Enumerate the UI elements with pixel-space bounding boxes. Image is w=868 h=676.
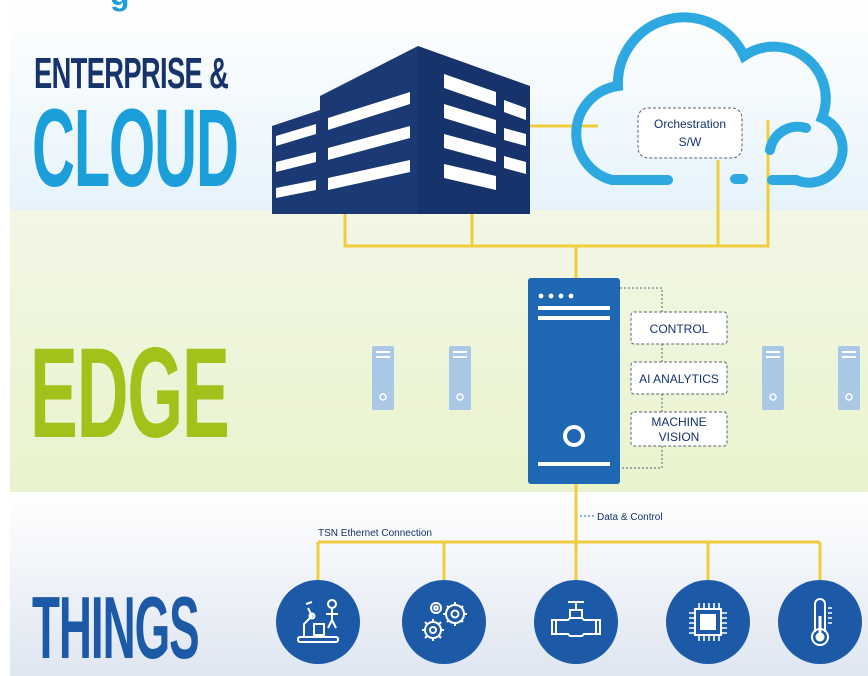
small-server-icon	[838, 346, 860, 410]
tsn-label: TSN Ethernet Connection	[318, 528, 432, 539]
thermometer-icon	[778, 580, 862, 664]
enterprise-building-icon	[272, 46, 530, 214]
function-bracket	[620, 287, 663, 469]
orchestration-box: Orchestration S/W	[637, 107, 743, 159]
data-control-label: Data & Control	[597, 512, 663, 523]
chip-icon	[666, 580, 750, 664]
function-box-machine-vision: MACHINE VISION	[630, 411, 728, 447]
small-server-icon	[449, 346, 471, 410]
edge-heading: EDGE	[30, 322, 230, 465]
gears-icon	[402, 580, 486, 664]
small-server-icon	[372, 346, 394, 410]
machine-vision-line2: VISION	[659, 430, 700, 444]
cloud-heading: CLOUD	[32, 87, 239, 210]
top-title-fragment: g	[110, 0, 130, 10]
robot-arm-icon	[276, 580, 360, 664]
orchestration-line2: S/W	[679, 135, 702, 149]
cloud-icon	[571, 12, 848, 188]
machine-vision-line1: MACHINE	[651, 415, 706, 429]
control-label: CONTROL	[650, 322, 709, 336]
function-box-control: CONTROL	[630, 311, 728, 345]
things-heading: THINGS	[32, 578, 200, 676]
orchestration-line1: Orchestration	[654, 117, 726, 131]
function-box-ai-analytics: AI ANALYTICS	[630, 361, 728, 395]
small-server-icon	[762, 346, 784, 410]
edge-server-icon	[528, 278, 620, 484]
enterprise-heading: ENTERPRISE &	[34, 49, 229, 98]
valve-icon	[534, 580, 618, 664]
ai-analytics-label: AI ANALYTICS	[639, 372, 719, 386]
